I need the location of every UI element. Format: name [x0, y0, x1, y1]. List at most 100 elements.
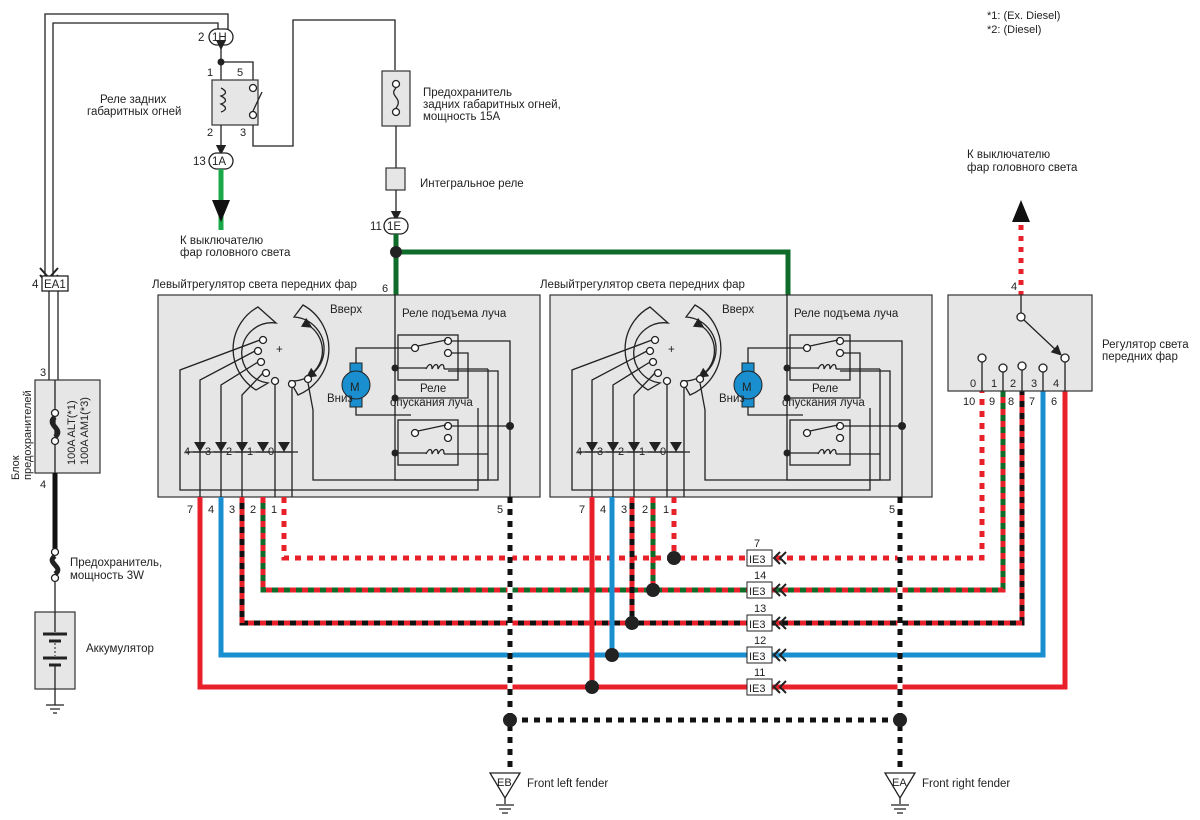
svg-text:EA: EA: [892, 777, 907, 789]
contact: [695, 374, 705, 384]
position-sector: [624, 306, 671, 391]
leveler-label: Вверх: [330, 304, 362, 316]
connector-chevron-icon: [772, 551, 787, 565]
svg-text:14: 14: [754, 570, 766, 582]
diode-icon: [278, 442, 290, 452]
diode-icon: [215, 442, 227, 452]
footnote-1: *1: (Ex. Diesel): [987, 10, 1060, 22]
relay-up: [789, 334, 851, 381]
svg-text:100A ALT(*1): 100A ALT(*1): [66, 400, 78, 465]
switch-pin: 10: [963, 396, 975, 408]
svg-text:мощность 15А: мощность 15А: [423, 111, 501, 123]
svg-text:IE3: IE3: [749, 554, 766, 566]
contact: [270, 376, 280, 386]
connector-chevron-icon: [772, 616, 787, 630]
leveler-label: Реле: [420, 383, 446, 395]
switch-position: 2: [1010, 378, 1016, 390]
diode-icon: [236, 442, 248, 452]
leveler-label: Вниз: [327, 393, 353, 405]
switch-contact: [977, 353, 987, 363]
svg-text:IE3: IE3: [749, 651, 766, 663]
connector-IE3: [746, 581, 773, 599]
switch-contact: [998, 363, 1008, 373]
contact: [653, 368, 663, 378]
plus-sign: +: [668, 344, 675, 356]
svg-text:предохранителей: предохранителей: [22, 390, 34, 480]
pin-label: 3: [229, 504, 235, 516]
svg-text:Аккумулятор: Аккумулятор: [86, 643, 154, 655]
svg-text:передних фар: передних фар: [1102, 351, 1178, 363]
relay-up: [397, 334, 459, 381]
wire-blue: [218, 391, 1046, 658]
svg-text:6: 6: [382, 283, 388, 295]
svg-text:мощность 3W: мощность 3W: [70, 570, 144, 582]
motor-label: M: [742, 382, 752, 394]
pin-label: 2: [642, 504, 648, 516]
pin-label: 2: [250, 504, 256, 516]
to-switch-label-left: К выключателю: [180, 235, 264, 247]
diode-icon: [607, 442, 619, 452]
svg-text:13: 13: [193, 156, 206, 168]
svg-text:1E: 1E: [387, 221, 401, 233]
motor-label: M: [350, 382, 360, 394]
leveler-label: Вверх: [722, 304, 754, 316]
contact: [287, 379, 297, 389]
svg-text:3: 3: [40, 367, 46, 379]
contact: [662, 376, 672, 386]
pin-label: 7: [187, 504, 193, 516]
svg-text:5: 5: [237, 67, 243, 79]
svg-text:Предохранитель: Предохранитель: [423, 87, 512, 99]
pin-label: 4: [208, 504, 214, 516]
pin-label: 4: [600, 504, 606, 516]
svg-text:фар головного света: фар головного света: [180, 247, 291, 259]
wire-dark-green: [393, 234, 791, 296]
connector-chevron-icon: [772, 583, 787, 597]
svg-text:IE3: IE3: [749, 683, 766, 695]
position-sector: [232, 306, 279, 391]
leveler-label: Реле подъема луча: [794, 308, 899, 320]
connector-chevron-icon: [772, 648, 787, 662]
splice-junction: [893, 713, 907, 727]
wire-black-dashed: [507, 497, 903, 770]
relay-down: [397, 419, 459, 466]
switch-position: 3: [1031, 378, 1037, 390]
svg-text:Интегральное реле: Интегральное реле: [420, 178, 524, 190]
svg-text:фар головного света: фар головного света: [967, 162, 1078, 174]
connector-1H: 1H 2: [198, 28, 234, 46]
pin-label: 5: [889, 504, 895, 516]
splice-junction: [585, 680, 599, 694]
splice-junction: [646, 583, 660, 597]
svg-text:2: 2: [198, 32, 204, 44]
connector-IE3: [746, 614, 773, 632]
diode-icon: [586, 442, 598, 452]
headlight-leveling-switch: К выключателю фар головного света 4 Регу…: [947, 149, 1189, 408]
switch-pin: 8: [1008, 396, 1014, 408]
battery: Аккумулятор: [34, 611, 154, 714]
contact: [261, 368, 271, 378]
connector-IE3: [746, 678, 773, 696]
svg-text:7: 7: [754, 538, 760, 550]
splice-junction: [605, 648, 619, 662]
svg-text:4: 4: [32, 279, 39, 291]
switch-contact: [1017, 361, 1027, 371]
svg-text:1H: 1H: [212, 32, 227, 44]
switch-pin: 6: [1051, 396, 1057, 408]
svg-text:IE3: IE3: [749, 619, 766, 631]
diode-icon: [670, 442, 682, 452]
diode-icon: [649, 442, 661, 452]
fuse-block: 3 4 100A ALT(*1) 100A AM1(*3) Блок предо…: [10, 367, 101, 491]
splice-junction: [625, 616, 639, 630]
svg-text:Регулятор света: Регулятор света: [1102, 339, 1189, 351]
splice-junction: [503, 713, 517, 727]
switch-contact: [1038, 363, 1048, 373]
motor-icon: [733, 370, 763, 400]
contact: [256, 357, 266, 367]
double-arrow-icon: [300, 317, 324, 379]
contact: [679, 379, 689, 389]
svg-text:1A: 1A: [212, 156, 226, 168]
switch-pin: 9: [989, 396, 995, 408]
relay-down: [789, 419, 851, 466]
